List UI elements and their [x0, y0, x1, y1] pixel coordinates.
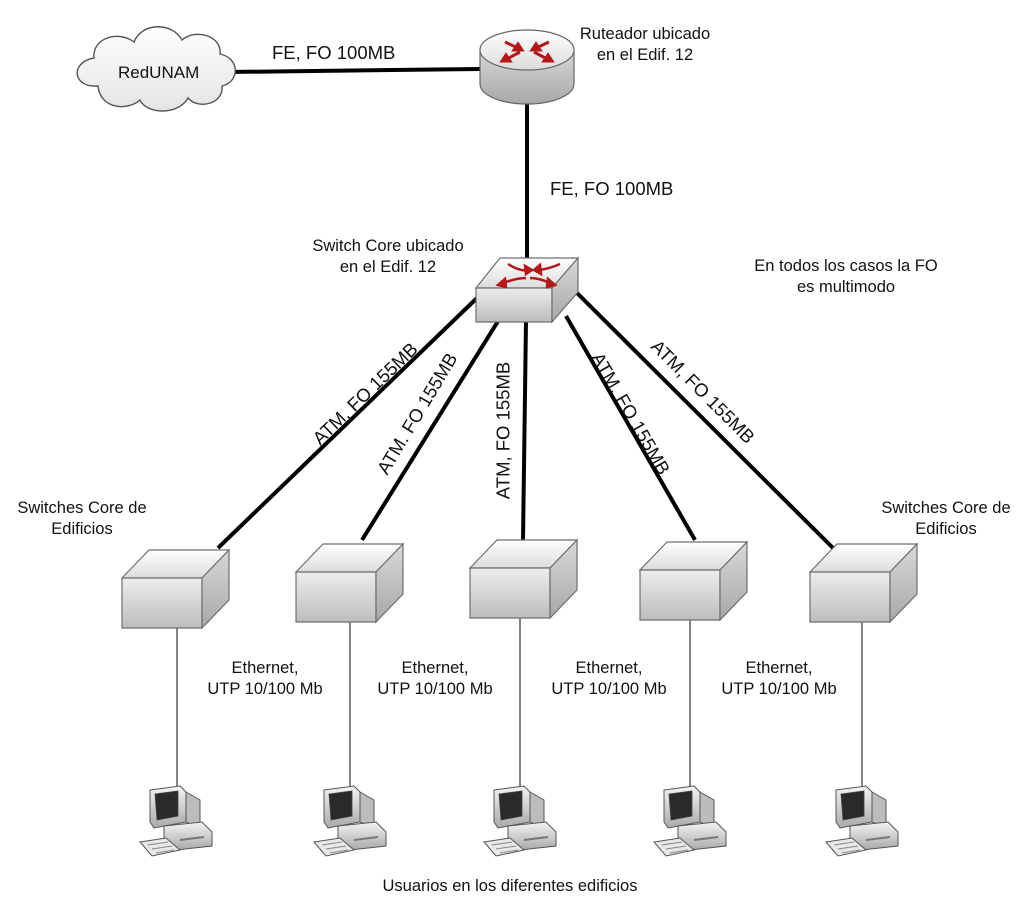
- pc-icon: [313, 785, 387, 857]
- link-core-switch-5: [566, 282, 835, 550]
- pc-icon: [653, 785, 727, 857]
- link-core-switch-1: [216, 295, 480, 550]
- uplink-label: FE, FO 100MB: [272, 42, 396, 63]
- building-switches-label-left-line1: Switches Core de: [17, 499, 147, 517]
- link-cloud-router: [227, 67, 481, 74]
- building-switch-icon: [469, 539, 578, 619]
- router-icon: [479, 29, 575, 105]
- building-switches-label-right: Switches Core de Edificios: [866, 498, 1026, 540]
- link-core-switch-2: [360, 316, 502, 542]
- building-switches-label-right-line2: Edificios: [915, 520, 977, 538]
- link-core-switch-3: [521, 319, 528, 541]
- ethernet-link-label: Ethernet, UTP 10/100 Mb: [364, 658, 506, 700]
- ethernet-label-line2: UTP 10/100 Mb: [377, 680, 493, 698]
- building-switches-label-left-line2: Edificios: [51, 520, 113, 538]
- multimode-note: En todos los casos la FO es multimodo: [736, 256, 956, 298]
- multimode-note-line2: es multimodo: [796, 278, 896, 296]
- ethernet-link-label: Ethernet, UTP 10/100 Mb: [538, 658, 680, 700]
- building-switch-icon: [639, 541, 748, 621]
- cloud-icon: [76, 26, 236, 112]
- core-switch-icon: [474, 256, 580, 324]
- router-label-line2: en el Edif. 12: [596, 46, 694, 64]
- ethernet-link-label: Ethernet, UTP 10/100 Mb: [708, 658, 850, 700]
- router-label-line1: Ruteador ubicado: [579, 25, 711, 43]
- ethernet-label-line1: Ethernet,: [401, 659, 469, 677]
- ethernet-label-line2: UTP 10/100 Mb: [207, 680, 323, 698]
- ethernet-label-line2: UTP 10/100 Mb: [721, 680, 837, 698]
- router-label: Ruteador ubicado en el Edif. 12: [560, 24, 730, 66]
- building-switch-icon: [809, 543, 918, 623]
- links: [176, 67, 863, 790]
- pc-icon: [483, 785, 557, 857]
- pc-icon: [139, 785, 213, 857]
- ethernet-link-label: Ethernet, UTP 10/100 Mb: [194, 658, 336, 700]
- ethernet-label-line1: Ethernet,: [231, 659, 299, 677]
- core-switch-label: Switch Core ubicado en el Edif. 12: [296, 236, 480, 278]
- ethernet-label-line1: Ethernet,: [745, 659, 813, 677]
- ethernet-label-line1: Ethernet,: [575, 659, 643, 677]
- building-switch-icon: [295, 543, 404, 623]
- cloud-label: RedUNAM: [118, 63, 200, 82]
- core-switch-label-line1: Switch Core ubicado: [312, 237, 464, 255]
- ethernet-label-line2: UTP 10/100 Mb: [551, 680, 667, 698]
- building-switches-label-left: Switches Core de Edificios: [2, 498, 162, 540]
- building-switches-label-right-line1: Switches Core de: [881, 499, 1011, 517]
- users-caption: Usuarios en los diferentes edificios: [382, 877, 638, 895]
- multimode-note-line1: En todos los casos la FO: [754, 257, 938, 275]
- building-switch-icon: [121, 549, 230, 629]
- core-switch-label-line2: en el Edif. 12: [339, 258, 437, 276]
- pc-icon: [825, 785, 899, 857]
- router-core-link-label: FE, FO 100MB: [550, 178, 674, 199]
- atm-link-label: ATM, FO 155MB: [492, 361, 514, 500]
- link-core-switch-4: [564, 315, 697, 541]
